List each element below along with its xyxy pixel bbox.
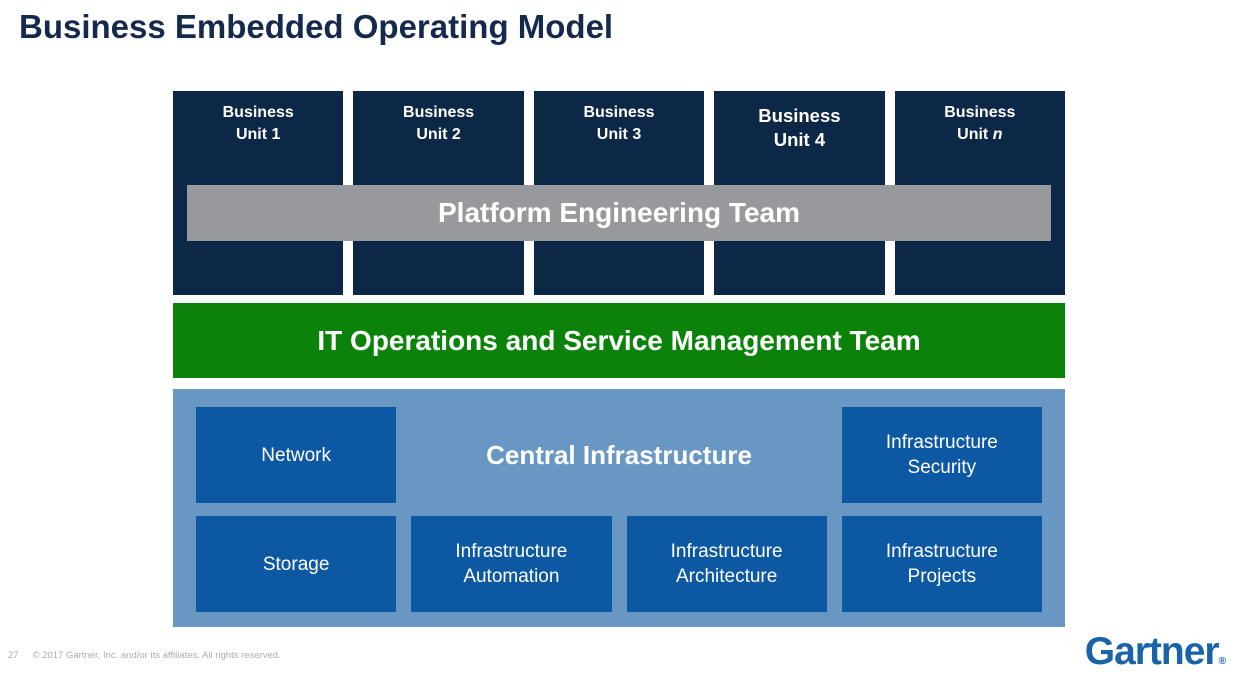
- business-unit-n-label-line1: Business: [944, 104, 1016, 121]
- storage-box: Storage: [196, 516, 397, 612]
- business-unit-n-label-line2: Unit n: [957, 126, 1003, 143]
- copyright-text: © 2017 Gartner, Inc. and/or its affiliat…: [32, 650, 281, 661]
- business-unit-4-label-line2: Unit 4: [773, 129, 826, 150]
- business-unit-4-label-line1: Business: [758, 105, 841, 126]
- business-unit-n-italic-value: n: [992, 126, 1003, 143]
- infrastructure-architecture-label: Infrastructure Architecture: [670, 541, 783, 587]
- business-unit-3-label-line1: Business: [583, 104, 655, 121]
- business-unit-2-label-line2: Unit 2: [416, 126, 461, 143]
- gartner-wordmark: Gartner: [1084, 630, 1220, 673]
- page-number: 27: [8, 650, 19, 661]
- infrastructure-automation-label: Infrastructure Automation: [455, 541, 568, 587]
- it-operations-label: IT Operations and Service Management Tea…: [317, 324, 921, 356]
- registered-trademark-icon: ®: [1218, 656, 1226, 667]
- network-box: Network: [196, 407, 397, 503]
- infrastructure-automation-box: Infrastructure Automation: [411, 516, 612, 612]
- it-operations-bar: IT Operations and Service Management Tea…: [173, 303, 1065, 378]
- gartner-logo: Gartner®: [1085, 632, 1226, 671]
- platform-engineering-bar: Platform Engineering Team: [187, 185, 1051, 241]
- storage-label: Storage: [262, 553, 330, 575]
- business-unit-1-label-line2: Unit 1: [235, 126, 281, 143]
- business-unit-3-label-line2: Unit 3: [596, 126, 642, 143]
- slide-footer: 27 © 2017 Gartner, Inc. and/or its affil…: [8, 650, 281, 661]
- central-infrastructure-panel: Network Central Infrastructure Infrastru…: [173, 389, 1065, 627]
- slide-title: Business Embedded Operating Model: [19, 8, 614, 45]
- infrastructure-projects-box: Infrastructure Projects: [841, 516, 1042, 612]
- platform-engineering-label: Platform Engineering Team: [438, 197, 800, 228]
- infrastructure-projects-label: Infrastructure Projects: [885, 541, 998, 587]
- infrastructure-security-label: Infrastructure Security: [885, 432, 998, 478]
- network-label: Network: [261, 444, 331, 466]
- business-unit-1-label-line1: Business: [222, 104, 294, 121]
- infrastructure-security-box: Infrastructure Security: [841, 407, 1042, 503]
- infrastructure-architecture-box: Infrastructure Architecture: [626, 516, 827, 612]
- business-unit-2-label-line1: Business: [403, 104, 475, 121]
- central-infrastructure-title: Central Infrastructure: [486, 439, 752, 470]
